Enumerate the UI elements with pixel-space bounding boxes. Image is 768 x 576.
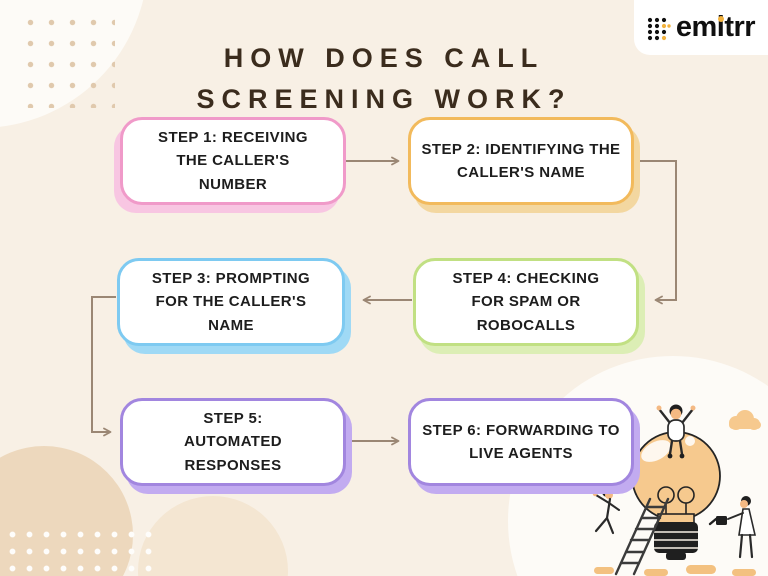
step-1-box: STEP 1: RECEIVING THE CALLER'S NUMBER	[120, 117, 346, 205]
step-5-label: STEP 5: AUTOMATED RESPONSES	[183, 410, 283, 474]
ground-blobs	[594, 565, 756, 576]
dot-grid-decoration-topleft	[20, 12, 115, 108]
flow-arrow-step2-to-step4	[634, 160, 677, 305]
person-left	[592, 487, 620, 535]
person-on-bulb	[656, 404, 696, 459]
step-3-label: STEP 3: PROMPTING FOR THE CALLER'S NAME	[151, 270, 311, 334]
person-right	[708, 496, 757, 559]
lightbulb-icon	[631, 431, 721, 560]
page-title: HOW DOES CALL SCREENING WORK?	[0, 38, 768, 119]
step-2-label: STEP 2: IDENTIFYING THE CALLER'S NAME	[421, 140, 621, 181]
flow-arrow-step3-to-step5	[91, 296, 116, 437]
emitrr-logo: emitrr	[634, 0, 768, 55]
step-6-label: STEP 6: FORWARDING TO LIVE AGENTS	[422, 421, 620, 462]
lightbulb-illustration	[592, 404, 761, 576]
step-1-label: STEP 1: RECEIVING THE CALLER'S NUMBER	[158, 129, 308, 193]
step-2-box: STEP 2: IDENTIFYING THE CALLER'S NAME	[408, 117, 634, 205]
step-3-box: STEP 3: PROMPTING FOR THE CALLER'S NAME	[117, 258, 345, 346]
emitrr-dot-grid-icon	[647, 17, 671, 40]
emitrr-logo-text: emitrr	[675, 11, 756, 43]
ladder-icon	[614, 497, 670, 576]
step-6-box: STEP 6: FORWARDING TO LIVE AGENTS	[408, 398, 634, 486]
step-4-box: STEP 4: CHECKING FOR SPAM OR ROBOCALLS	[413, 258, 639, 346]
cloud-icon	[729, 410, 761, 430]
page-title-line1: HOW DOES CALL	[223, 43, 545, 74]
step-5-box: STEP 5: AUTOMATED RESPONSES	[120, 398, 346, 486]
emitrr-wordmark: emitrr	[675, 11, 756, 43]
page-title-line2: SCREENING WORK?	[196, 83, 572, 114]
step-4-label: STEP 4: CHECKING FOR SPAM OR ROBOCALLS	[452, 270, 600, 334]
emitrr-i-dot-accent	[717, 15, 724, 22]
dot-grid-decoration-bottomleft	[4, 526, 154, 574]
